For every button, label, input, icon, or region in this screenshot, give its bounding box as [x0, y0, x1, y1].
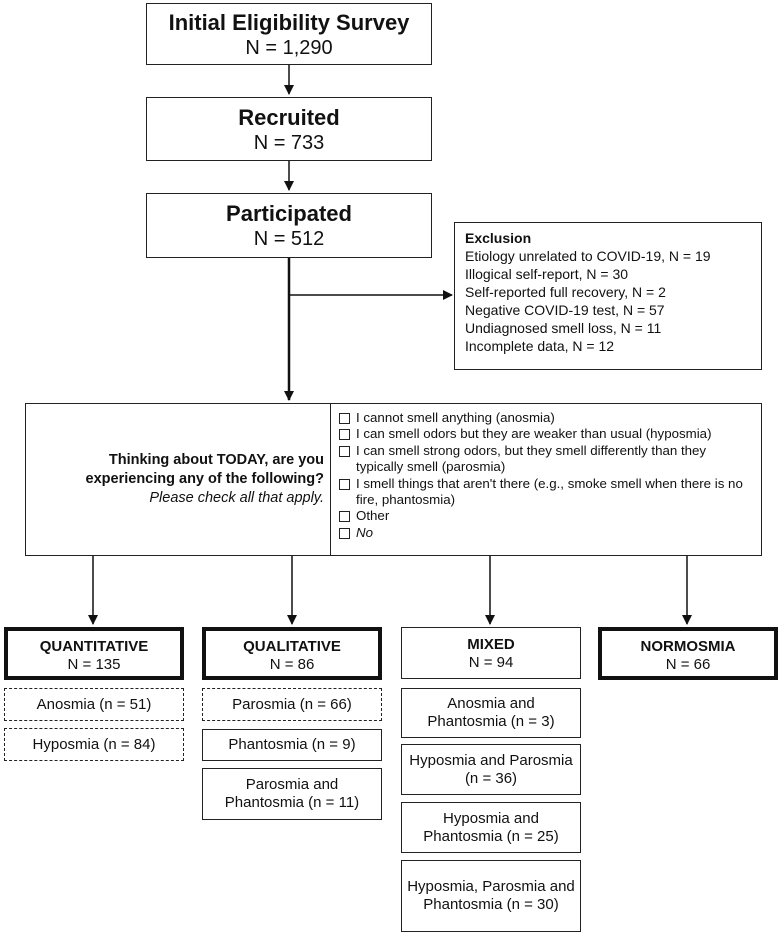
subgroup-label: Hyposmia, Parosmia and Phantosmia (n = 3… [407, 878, 575, 913]
option-label: Other [356, 508, 390, 524]
checkbox-icon [339, 478, 350, 490]
normosmia-box: NORMOSMIA N = 66 [598, 627, 778, 680]
subgroup-label: Hyposmia and Phantosmia (n = 25) [423, 809, 559, 845]
quantitative-box: QUANTITATIVE N = 135 [4, 627, 184, 680]
exclusion-item: Etiology unrelated to COVID-19, N = 19 [465, 248, 711, 264]
subgroup-hyposmia-parosmia-phantosmia: Hyposmia, Parosmia and Phantosmia (n = 3… [401, 860, 581, 932]
question-text: Thinking about TODAY, are you experienci… [85, 452, 324, 487]
question-options: I cannot smell anything (anosmia) I can … [330, 404, 761, 555]
subgroup-label: Hyposmia and Parosmia (n = 36) [409, 751, 573, 787]
participated-box: Participated N = 512 [146, 193, 432, 258]
subgroup-label: Phantosmia (n = 9) [228, 736, 356, 753]
option-row: Other [339, 508, 755, 524]
subgroup-label: Parosmia (n = 66) [232, 695, 352, 713]
participated-count: N = 512 [253, 228, 325, 250]
subgroup-hyposmia-phantosmia: Hyposmia and Phantosmia (n = 25) [401, 802, 581, 853]
checkbox-icon [339, 527, 350, 539]
subgroup-hyposmia-parosmia: Hyposmia and Parosmia (n = 36) [401, 744, 581, 795]
exclusion-item: Undiagnosed smell loss, N = 11 [465, 320, 662, 336]
initial-eligibility-count: N = 1,290 [245, 37, 333, 59]
quantitative-title: QUANTITATIVE [39, 638, 149, 655]
exclusion-item: Illogical self-report, N = 30 [465, 266, 629, 282]
initial-eligibility-box: Initial Eligibility Survey N = 1,290 [146, 3, 432, 65]
recruited-count: N = 733 [253, 132, 325, 154]
subgroup-label: Hyposmia (n = 84) [32, 735, 156, 753]
subgroup-hyposmia: Hyposmia (n = 84) [4, 728, 184, 761]
subgroup-phantosmia: Phantosmia (n = 9) [202, 729, 382, 761]
option-row: I cannot smell anything (anosmia) [339, 410, 755, 426]
qualitative-count: N = 86 [269, 656, 315, 673]
normosmia-count: N = 66 [665, 656, 711, 673]
mixed-count: N = 94 [468, 654, 514, 671]
subgroup-label: Anosmia (n = 51) [36, 695, 152, 713]
recruited-box: Recruited N = 733 [146, 97, 432, 161]
participated-title: Participated [226, 201, 352, 226]
mixed-box: MIXED N = 94 [401, 627, 581, 679]
exclusion-item: Incomplete data, N = 12 [465, 338, 615, 354]
option-label: No [356, 524, 373, 540]
option-row: I can smell odors but they are weaker th… [339, 426, 755, 442]
checkbox-icon [339, 445, 350, 457]
checkbox-icon [339, 429, 350, 441]
checkbox-icon [339, 511, 350, 523]
exclusion-item: Self-reported full recovery, N = 2 [465, 284, 666, 300]
subgroup-anosmia-phantosmia: Anosmia and Phantosmia (n = 3) [401, 688, 581, 738]
exclusion-box: Exclusion Etiology unrelated to COVID-19… [454, 222, 762, 370]
qualitative-box: QUALITATIVE N = 86 [202, 627, 382, 680]
question-instruction: Please check all that apply. [149, 490, 324, 506]
option-row: I can smell strong odors, but they smell… [339, 443, 755, 476]
exclusion-item: Negative COVID-19 test, N = 57 [465, 302, 665, 318]
option-row: No [339, 525, 755, 541]
question-prompt: Thinking about TODAY, are you experienci… [26, 404, 330, 555]
subgroup-parosmia-phantosmia: Parosmia and Phantosmia (n = 11) [202, 768, 382, 820]
subgroup-parosmia: Parosmia (n = 66) [202, 688, 382, 721]
subgroup-anosmia: Anosmia (n = 51) [4, 688, 184, 721]
option-label: I can smell strong odors, but they smell… [356, 442, 707, 475]
option-label: I can smell odors but they are weaker th… [356, 426, 712, 442]
normosmia-title: NORMOSMIA [640, 638, 736, 655]
subgroup-label: Parosmia and Phantosmia (n = 11) [224, 776, 360, 811]
option-row: I smell things that aren't there (e.g., … [339, 476, 755, 509]
recruited-title: Recruited [238, 105, 340, 130]
initial-eligibility-title: Initial Eligibility Survey [168, 10, 410, 35]
option-label: I cannot smell anything (anosmia) [356, 410, 555, 425]
checkbox-icon [339, 413, 350, 424]
survey-question-box: Thinking about TODAY, are you experienci… [25, 403, 762, 556]
qualitative-title: QUALITATIVE [243, 638, 341, 655]
subgroup-label: Anosmia and Phantosmia (n = 3) [427, 695, 555, 730]
option-label: I smell things that aren't there (e.g., … [356, 475, 743, 508]
exclusion-heading: Exclusion [465, 230, 532, 246]
mixed-title: MIXED [467, 636, 515, 653]
quantitative-count: N = 135 [67, 656, 121, 673]
